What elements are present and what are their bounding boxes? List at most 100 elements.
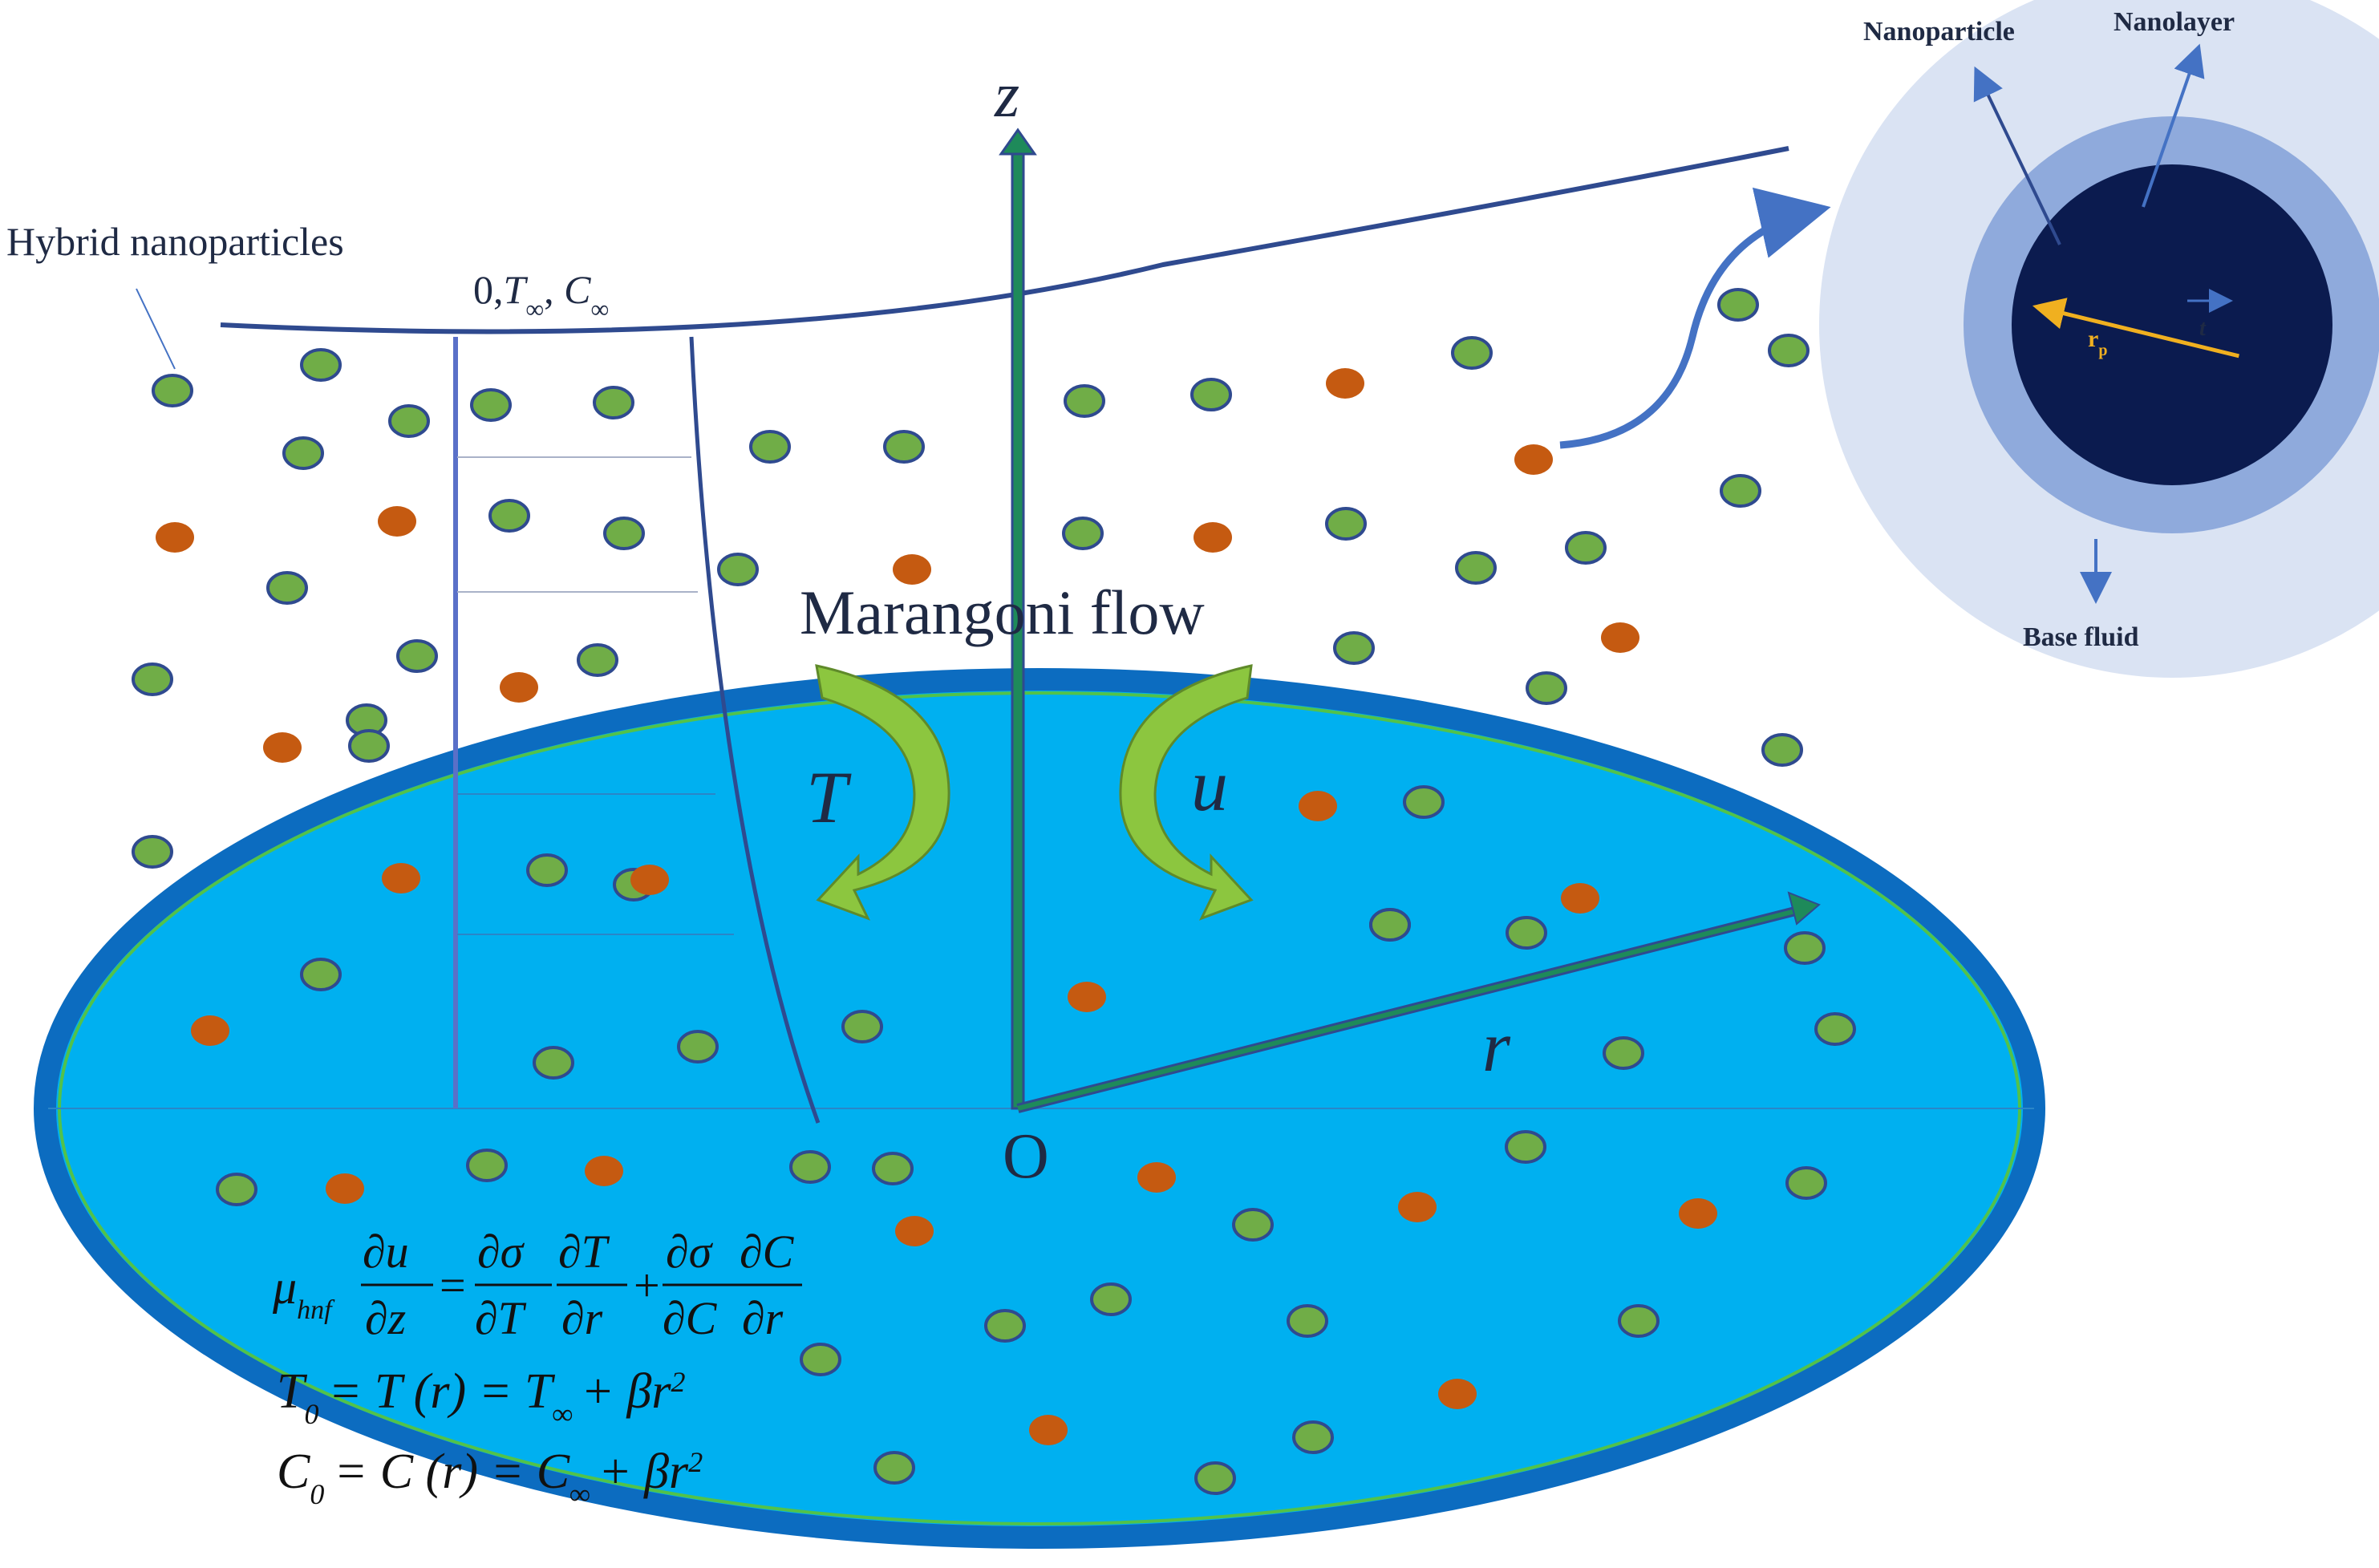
green-particle <box>1717 288 1759 322</box>
orange-particle <box>1398 1192 1437 1222</box>
z-axis-arrowhead <box>999 128 1037 156</box>
green-particle <box>1090 1282 1132 1316</box>
eq1-f3-num: ∂T <box>558 1226 610 1278</box>
green-particle <box>1369 908 1411 942</box>
velocity-label: u <box>1191 744 1228 826</box>
orange-particle <box>263 732 302 763</box>
green-particle <box>1064 384 1105 418</box>
r-axis-fill <box>1017 906 1806 1111</box>
green-particle <box>266 571 308 605</box>
inset-connector-arrow <box>1559 187 1831 449</box>
green-particle <box>282 436 324 470</box>
green-particle <box>470 388 512 422</box>
rp-symbol: r <box>2088 326 2098 352</box>
rp-sub: p <box>2098 342 2107 359</box>
equation-concentration: C0= C (r) = C∞+ βr2 <box>277 1444 703 1510</box>
green-particle <box>1768 334 1810 367</box>
orange-particle <box>1514 444 1553 475</box>
eq3-mid: = C (r) = C <box>334 1444 569 1499</box>
free-surface-curve <box>220 146 1789 334</box>
green-particle <box>984 1309 1026 1343</box>
green-particle <box>152 374 193 407</box>
orange-particle <box>1137 1162 1176 1193</box>
green-particle <box>1526 671 1567 705</box>
eq3-inf: ∞ <box>569 1478 590 1510</box>
t-inf-sub: ∞ <box>525 294 544 323</box>
green-particle <box>841 1010 883 1043</box>
c-inf-symbol: C <box>564 267 591 312</box>
green-particle <box>300 958 342 991</box>
t-label: t <box>2199 316 2207 341</box>
eq2-lhs-sub: 0 <box>304 1398 318 1430</box>
green-particle <box>1194 1461 1236 1495</box>
orange-particle <box>1029 1415 1068 1445</box>
c-inf-sub: ∞ <box>590 294 609 323</box>
equation-temperature: T0= T (r) = T∞+ βr2 <box>277 1364 685 1430</box>
eq1-equals: = <box>440 1259 466 1311</box>
green-particle <box>526 853 568 887</box>
green-particle <box>1785 1166 1827 1200</box>
origin-label: O <box>1003 1121 1049 1192</box>
curved-arrow-left <box>815 664 950 921</box>
eq1-f2-den: ∂T <box>475 1292 527 1344</box>
orange-particle <box>1561 883 1599 914</box>
orange-particle <box>893 554 931 585</box>
rp-arrow <box>2032 298 2239 359</box>
surface-condition-label: 0,T∞, C∞ <box>473 267 609 323</box>
green-particle <box>603 517 645 550</box>
eq1-f5-num: ∂C <box>740 1226 795 1278</box>
green-particle <box>873 1451 915 1485</box>
r-axis-label: r <box>1482 1007 1511 1087</box>
eq1-f4-num: ∂σ <box>666 1226 714 1278</box>
surface-cond-prefix: 0, <box>473 267 504 312</box>
green-particle <box>789 1150 831 1184</box>
orange-particle <box>378 506 416 537</box>
green-particle <box>388 404 430 438</box>
green-particle <box>1403 785 1445 819</box>
nanolayer-pointer <box>2142 43 2205 208</box>
hybrid-particles <box>132 288 1856 1495</box>
green-particle <box>1565 531 1607 565</box>
eq1-f5-den: ∂r <box>742 1292 784 1344</box>
green-particle <box>466 1149 508 1182</box>
nanoparticle-inset <box>1819 0 2379 678</box>
orange-particle <box>895 1216 934 1246</box>
hybrid-leader-line <box>136 288 176 370</box>
green-particle <box>1455 551 1497 585</box>
orange-particle <box>1438 1379 1477 1409</box>
green-particle <box>1720 474 1761 508</box>
green-particle <box>533 1046 574 1080</box>
green-particle <box>300 348 342 382</box>
green-particle <box>216 1173 257 1206</box>
eq1-mu-symbol: μ <box>272 1261 297 1314</box>
surface-cond-sep: , <box>544 267 564 312</box>
green-particle <box>800 1343 841 1376</box>
temperature-label: T <box>806 756 852 838</box>
green-particle <box>1506 916 1547 950</box>
green-particle <box>1784 931 1826 965</box>
green-particle <box>1505 1130 1546 1164</box>
nanolayer-label: Nanolayer <box>2114 7 2235 37</box>
green-particle <box>348 729 390 763</box>
green-particle <box>593 386 634 419</box>
orange-particle <box>382 863 420 893</box>
green-particle <box>1451 336 1493 370</box>
orange-particle <box>630 865 669 895</box>
eq1-mu-sub: hnf <box>297 1295 335 1325</box>
green-particle <box>132 835 173 869</box>
green-particle <box>488 499 530 533</box>
orange-particle <box>1601 622 1639 653</box>
green-particle <box>1287 1304 1328 1338</box>
green-particle <box>396 639 438 673</box>
green-particle <box>1603 1036 1644 1070</box>
equation-marangoni-bc: μhnf ∂u ∂z = ∂σ ∂T ∂T ∂r + ∂σ ∂C ∂C ∂r <box>272 1226 802 1344</box>
orange-particle <box>1299 791 1337 821</box>
green-particle <box>132 662 173 696</box>
eq1-plus: + <box>634 1259 660 1311</box>
nanoparticle-core <box>2012 164 2332 485</box>
base-fluid-label: Base fluid <box>2023 622 2139 652</box>
eq3-rhs: + βr <box>598 1444 689 1499</box>
eq3-pow: 2 <box>688 1446 703 1478</box>
